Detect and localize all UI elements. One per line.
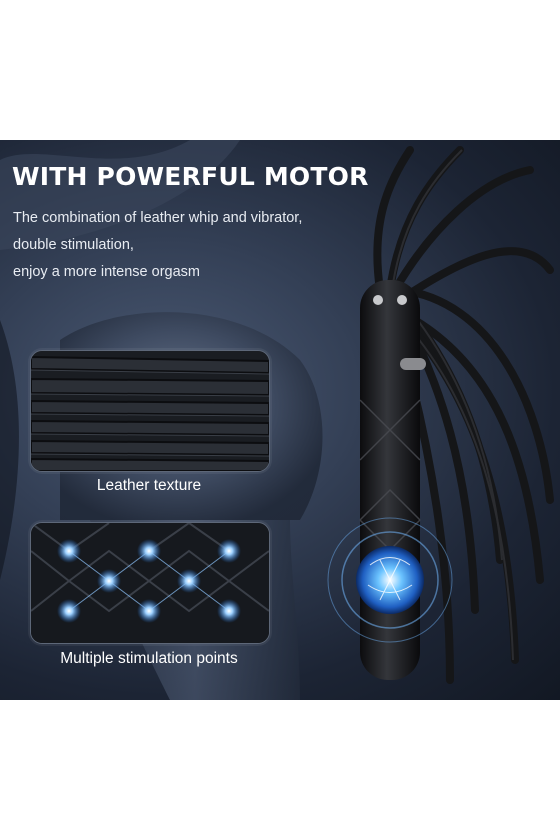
stimulation-points-panel — [30, 522, 270, 644]
whip-vibrator-product-image — [327, 146, 554, 684]
description-line-1: The combination of leather whip and vibr… — [13, 210, 303, 226]
glow-points — [57, 539, 241, 623]
leather-texture-caption: Leather texture — [96, 477, 202, 494]
rivet-right — [397, 295, 407, 305]
stimulation-points-image — [31, 523, 269, 643]
description-line-2: double stimulation, — [13, 237, 134, 253]
description-line-3: enjoy a more intense orgasm — [13, 264, 200, 280]
leather-texture-panel — [30, 350, 270, 472]
product-banner: WITH POWERFUL MOTOR The combination of l… — [0, 140, 560, 700]
rivet-left — [373, 295, 383, 305]
leather-strips-image — [31, 351, 269, 471]
stimulation-points-caption: Multiple stimulation points — [60, 650, 238, 667]
headline: WITH POWERFUL MOTOR — [12, 162, 369, 191]
